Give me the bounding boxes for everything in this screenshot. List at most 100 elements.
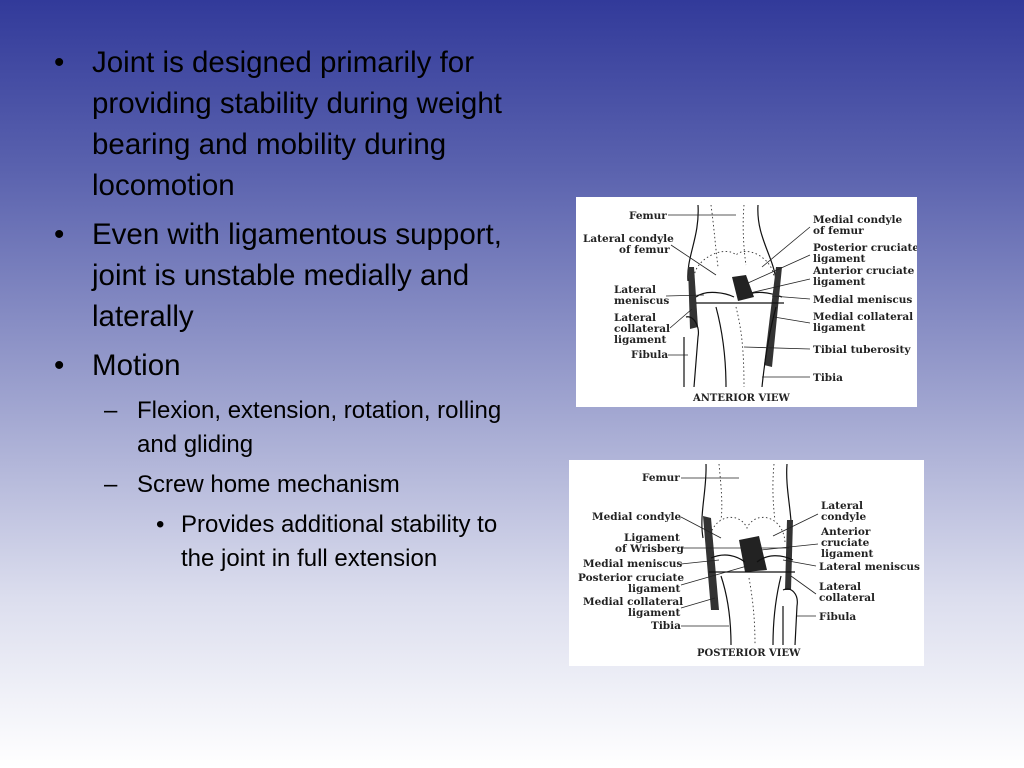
label-medial-meniscus: Medial meniscus xyxy=(813,294,912,306)
label-lateral-collateral: Lateral xyxy=(819,581,861,593)
bullet-item: • Joint is designed primarily for provid… xyxy=(52,42,502,206)
tibia-outline xyxy=(761,306,777,388)
label-tibial-tuberosity: Tibial tuberosity xyxy=(813,344,911,356)
label-anterior-cruciate: Anterior xyxy=(820,526,871,538)
label-lateral-condyle: Lateral condyle xyxy=(583,233,674,245)
sub-bullet-item: – Screw home mechanism xyxy=(52,468,502,502)
femur-shaft-line xyxy=(718,463,723,521)
fibula-outline xyxy=(685,316,699,388)
label-femur: Femur xyxy=(642,472,680,484)
anterior-view-diagram: Femur Lateral condyle of femur Lateral m… xyxy=(583,204,917,404)
leader-line xyxy=(782,559,817,567)
label-anterior-cruciate: cruciate xyxy=(821,537,870,549)
leader-line xyxy=(743,346,811,350)
leader-line xyxy=(771,295,811,300)
label-lateral-collateral: Lateral xyxy=(614,312,656,324)
bullet-list: • Joint is designed primarily for provid… xyxy=(52,42,502,576)
label-medial-collateral: Medial collateral xyxy=(813,311,913,323)
bullet-marker: • xyxy=(54,46,65,79)
label-lateral-condyle: of femur xyxy=(619,244,670,256)
label-wrisberg: of Wrisberg xyxy=(615,543,684,555)
bullet-item: • Even with ligamentous support, joint i… xyxy=(52,214,502,337)
bullet-marker: • xyxy=(54,349,65,382)
label-femur: Femur xyxy=(629,210,667,222)
lateral-collateral-shape xyxy=(688,267,698,329)
leader-line xyxy=(772,513,819,537)
femur-outline xyxy=(757,204,777,282)
sub-sub-bullet-text: Provides additional stability to the joi… xyxy=(181,511,498,572)
label-medial-meniscus: Medial meniscus xyxy=(583,558,682,570)
tibia-shaft-line xyxy=(735,306,745,388)
label-lateral-collateral: collateral xyxy=(819,592,875,604)
posterior-view-diagram: Femur Medial condyle Ligament of Wrisber… xyxy=(578,463,920,659)
label-lateral-collateral: ligament xyxy=(614,334,667,346)
medial-collateral-shape xyxy=(703,516,719,610)
tibia-outline xyxy=(720,575,732,646)
label-posterior-cruciate: ligament xyxy=(628,583,681,595)
leader-line xyxy=(680,565,748,586)
cruciate-ligaments xyxy=(739,536,767,572)
femur-outline xyxy=(701,463,707,539)
label-lateral-condyle: condyle xyxy=(821,511,866,523)
label-posterior-cruciate: ligament xyxy=(813,253,866,265)
femur-shaft-line xyxy=(710,204,719,268)
anterior-view-figure: Femur Lateral condyle of femur Lateral m… xyxy=(576,197,917,407)
leader-line xyxy=(747,254,811,284)
bullet-item: • Motion xyxy=(52,345,502,386)
bullet-text: Even with ligamentous support, joint is … xyxy=(92,218,502,333)
label-medial-collateral: Medial collateral xyxy=(583,596,683,608)
label-medial-collateral: ligament xyxy=(628,607,681,619)
tibia-shaft-line xyxy=(748,577,756,646)
leader-line xyxy=(669,308,693,329)
fibula-outline xyxy=(782,588,798,646)
label-wrisberg: Ligament xyxy=(624,532,680,544)
label-lateral-condyle: Lateral xyxy=(821,500,863,512)
femur-condyles xyxy=(693,250,775,278)
cruciate-ligaments xyxy=(732,275,754,301)
label-lateral-meniscus: meniscus xyxy=(614,295,669,307)
label-posterior-cruciate: Posterior cruciate xyxy=(578,572,684,584)
tibia-outline xyxy=(772,575,782,646)
sub-bullet-text: Screw home mechanism xyxy=(137,471,400,498)
leader-line xyxy=(773,316,811,324)
caption-posterior-view: POSTERIOR VIEW xyxy=(697,648,801,659)
sub-bullet-marker: – xyxy=(104,397,118,424)
leader-line xyxy=(760,543,819,551)
sub-bullet-text: Flexion, extension, rotation, rolling an… xyxy=(137,397,502,458)
label-medial-condyle: Medial condyle xyxy=(813,214,903,226)
leader-line xyxy=(680,516,722,539)
label-lateral-meniscus: Lateral meniscus xyxy=(819,561,920,573)
label-anterior-cruciate: ligament xyxy=(821,548,874,560)
bullet-marker: • xyxy=(54,218,65,251)
leader-line xyxy=(665,294,705,297)
label-lateral-collateral: collateral xyxy=(614,323,670,335)
sub-sub-bullet-item: • Provides additional stability to the j… xyxy=(52,508,502,576)
label-medial-condyle: Medial condyle xyxy=(592,511,682,523)
label-medial-condyle: of femur xyxy=(813,225,864,237)
sub-sub-bullet-marker: • xyxy=(156,511,165,538)
lateral-meniscus-shape xyxy=(756,555,794,563)
label-lateral-meniscus: Lateral xyxy=(614,284,656,296)
femur-condyles xyxy=(708,517,786,543)
label-fibula: Fibula xyxy=(819,611,856,623)
label-medial-collateral: ligament xyxy=(813,322,866,334)
leader-line xyxy=(761,226,811,268)
label-fibula: Fibula xyxy=(631,349,668,361)
leader-line xyxy=(670,244,717,276)
tibia-outline xyxy=(715,306,727,388)
femur-shaft-line xyxy=(772,463,776,521)
label-tibia: Tibia xyxy=(651,620,681,632)
label-tibia: Tibia xyxy=(813,372,843,384)
femur-outline xyxy=(687,204,699,282)
leader-line xyxy=(680,559,720,565)
medial-meniscus-shape xyxy=(710,554,746,563)
lateral-collateral-shape xyxy=(785,520,793,590)
caption-anterior-view: ANTERIOR VIEW xyxy=(692,393,791,404)
femur-shaft-line xyxy=(742,204,747,266)
sub-bullet-item: – Flexion, extension, rotation, rolling … xyxy=(52,394,502,462)
leader-line xyxy=(749,278,811,294)
leader-line xyxy=(680,597,716,609)
label-posterior-cruciate: Posterior cruciate xyxy=(813,242,917,254)
bullet-text: Joint is designed primarily for providin… xyxy=(92,46,502,202)
label-anterior-cruciate: Anterior cruciate xyxy=(812,265,915,277)
